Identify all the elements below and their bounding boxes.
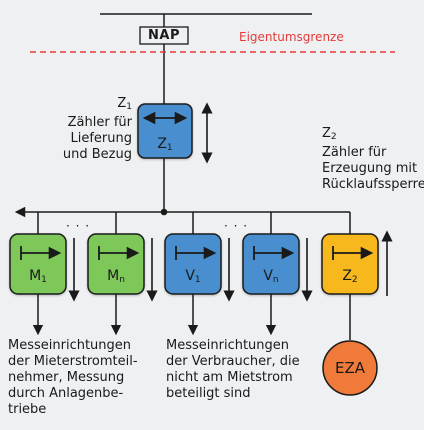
z1-caption: Z1 Zähler für Lieferung und Bezug <box>63 96 132 163</box>
z1-meter-label: Z1 <box>157 136 173 153</box>
eza-circle <box>322 340 378 396</box>
ellipsis-right: · · · <box>224 219 249 233</box>
z2-caption: Z2 Zähler für Erzeugung mit Rücklaufsspe… <box>322 126 424 193</box>
mid-caption: Messeinrichtungen der Verbraucher, die n… <box>166 338 300 401</box>
z1-caption-letter: Z <box>117 96 127 111</box>
eza-label: EZA <box>334 359 365 377</box>
m1-meter-label: M1 <box>29 268 47 285</box>
z1-caption-line4: und Bezug <box>62 147 132 162</box>
nap-label: NAP <box>148 28 180 43</box>
junction-dot <box>160 208 168 216</box>
mn-meter-label: Mn <box>107 268 125 285</box>
z2-meter-label: Z2 <box>342 268 358 285</box>
z1-caption-sub: 1 <box>126 102 132 112</box>
z2-caption-line2: Zähler für <box>322 145 387 160</box>
z2-caption-sub: 2 <box>330 132 337 142</box>
z1-caption-line3: Lieferung <box>70 131 132 146</box>
z1-caption-line2: Zähler für <box>67 115 132 130</box>
z2-caption-letter: Z <box>322 126 331 141</box>
ellipsis-left: · · · <box>66 219 91 233</box>
vn-meter-label: Vn <box>263 268 279 285</box>
nap-box <box>139 26 189 45</box>
z2-caption-line3: Erzeugung mit <box>322 161 418 176</box>
v1-meter-label: V1 <box>185 268 201 285</box>
z2-caption-line4: Rücklaufssperre <box>322 177 424 192</box>
eigentumsgrenze-label: Eigentumsgrenze <box>239 30 344 44</box>
meter-arrow-icons <box>20 246 374 260</box>
left-caption: Messeinrichtungen der Mieterstromteil- n… <box>8 338 138 417</box>
